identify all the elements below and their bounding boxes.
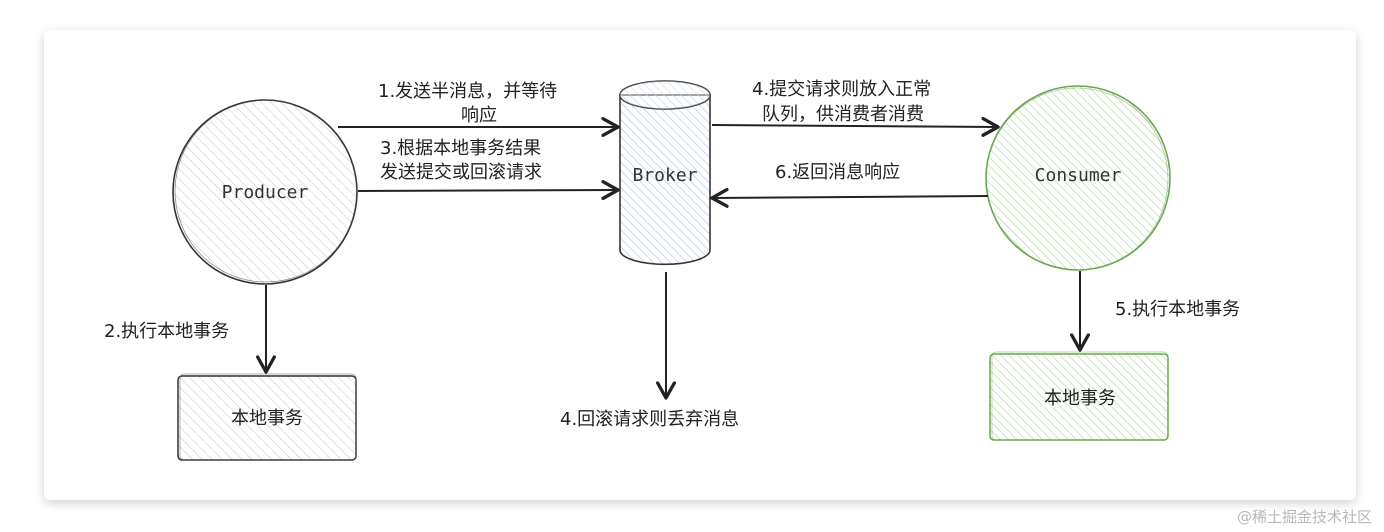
producer-local-box: 本地事务 (177, 373, 357, 461)
step4-rollback-label: 4.回滚请求则丢弃消息 (560, 409, 739, 430)
consumer-local-box: 本地事务 (989, 351, 1169, 441)
arrow-step4-commit (711, 116, 1000, 137)
consumer-local-label: 本地事务 (1044, 388, 1116, 409)
step5-label: 5.执行本地事务 (1115, 299, 1240, 320)
step1-label-line2: 响应 (461, 105, 497, 126)
consumer-node: Consumer (985, 85, 1171, 271)
step3-label-line2: 发送提交或回滚请求 (380, 162, 542, 183)
arrow-step3 (357, 180, 620, 201)
broker-node: Broker (619, 80, 711, 266)
producer-label: Producer (222, 182, 309, 203)
step2-label: 2.执行本地事务 (104, 321, 229, 342)
producer-node: Producer (172, 99, 358, 285)
step4-commit-label-line1: 4.提交请求则放入正常 (752, 79, 931, 100)
arrow-step6 (710, 187, 989, 208)
step1-label-line1: 1.发送半消息，并等待 (378, 81, 557, 102)
step6-label: 6.返回消息响应 (775, 162, 900, 183)
watermark: @稀土掘金技术社区 (1237, 508, 1372, 526)
producer-local-label: 本地事务 (231, 408, 303, 429)
step4-commit-label-line2: 队列，供消费者消费 (762, 104, 924, 125)
consumer-label: Consumer (1035, 165, 1122, 186)
broker-label: Broker (632, 165, 697, 186)
step3-label-line1: 3.根据本地事务结果 (380, 138, 541, 159)
